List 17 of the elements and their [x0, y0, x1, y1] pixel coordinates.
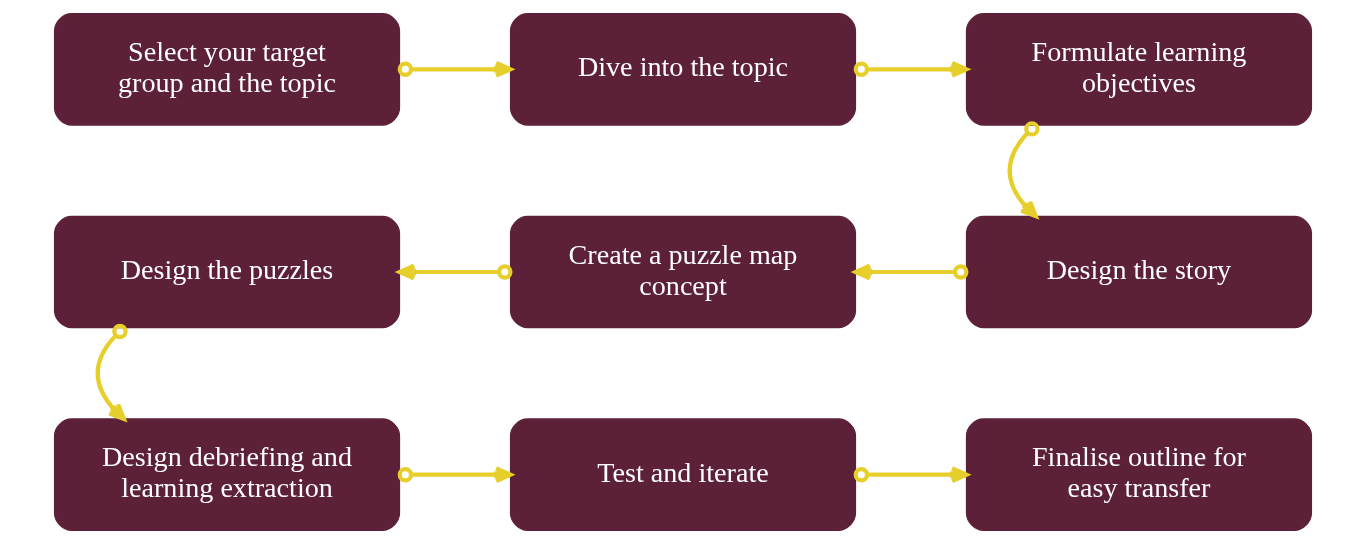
node-box: Create a puzzle map concept: [509, 215, 857, 329]
arrow: [95, 323, 128, 421]
node-box: Select your target group and the topic: [53, 13, 401, 126]
node-box: Design the puzzles: [53, 215, 401, 329]
node-box: Dive into the topic: [509, 13, 857, 126]
node-box: Finalise outline for easy transfer: [965, 418, 1313, 531]
arrow: [397, 263, 513, 281]
arrow: [853, 263, 969, 281]
arrow: [853, 466, 969, 484]
arrow: [397, 466, 513, 484]
node-box: Formulate learning objectives: [965, 13, 1313, 126]
arrow: [1007, 121, 1040, 219]
node-box: Test and iterate: [509, 418, 857, 531]
arrow: [853, 60, 969, 78]
node-box: Design debriefing and learning extraction: [53, 418, 401, 531]
node-box: Design the story: [965, 215, 1313, 329]
arrow: [397, 60, 513, 78]
